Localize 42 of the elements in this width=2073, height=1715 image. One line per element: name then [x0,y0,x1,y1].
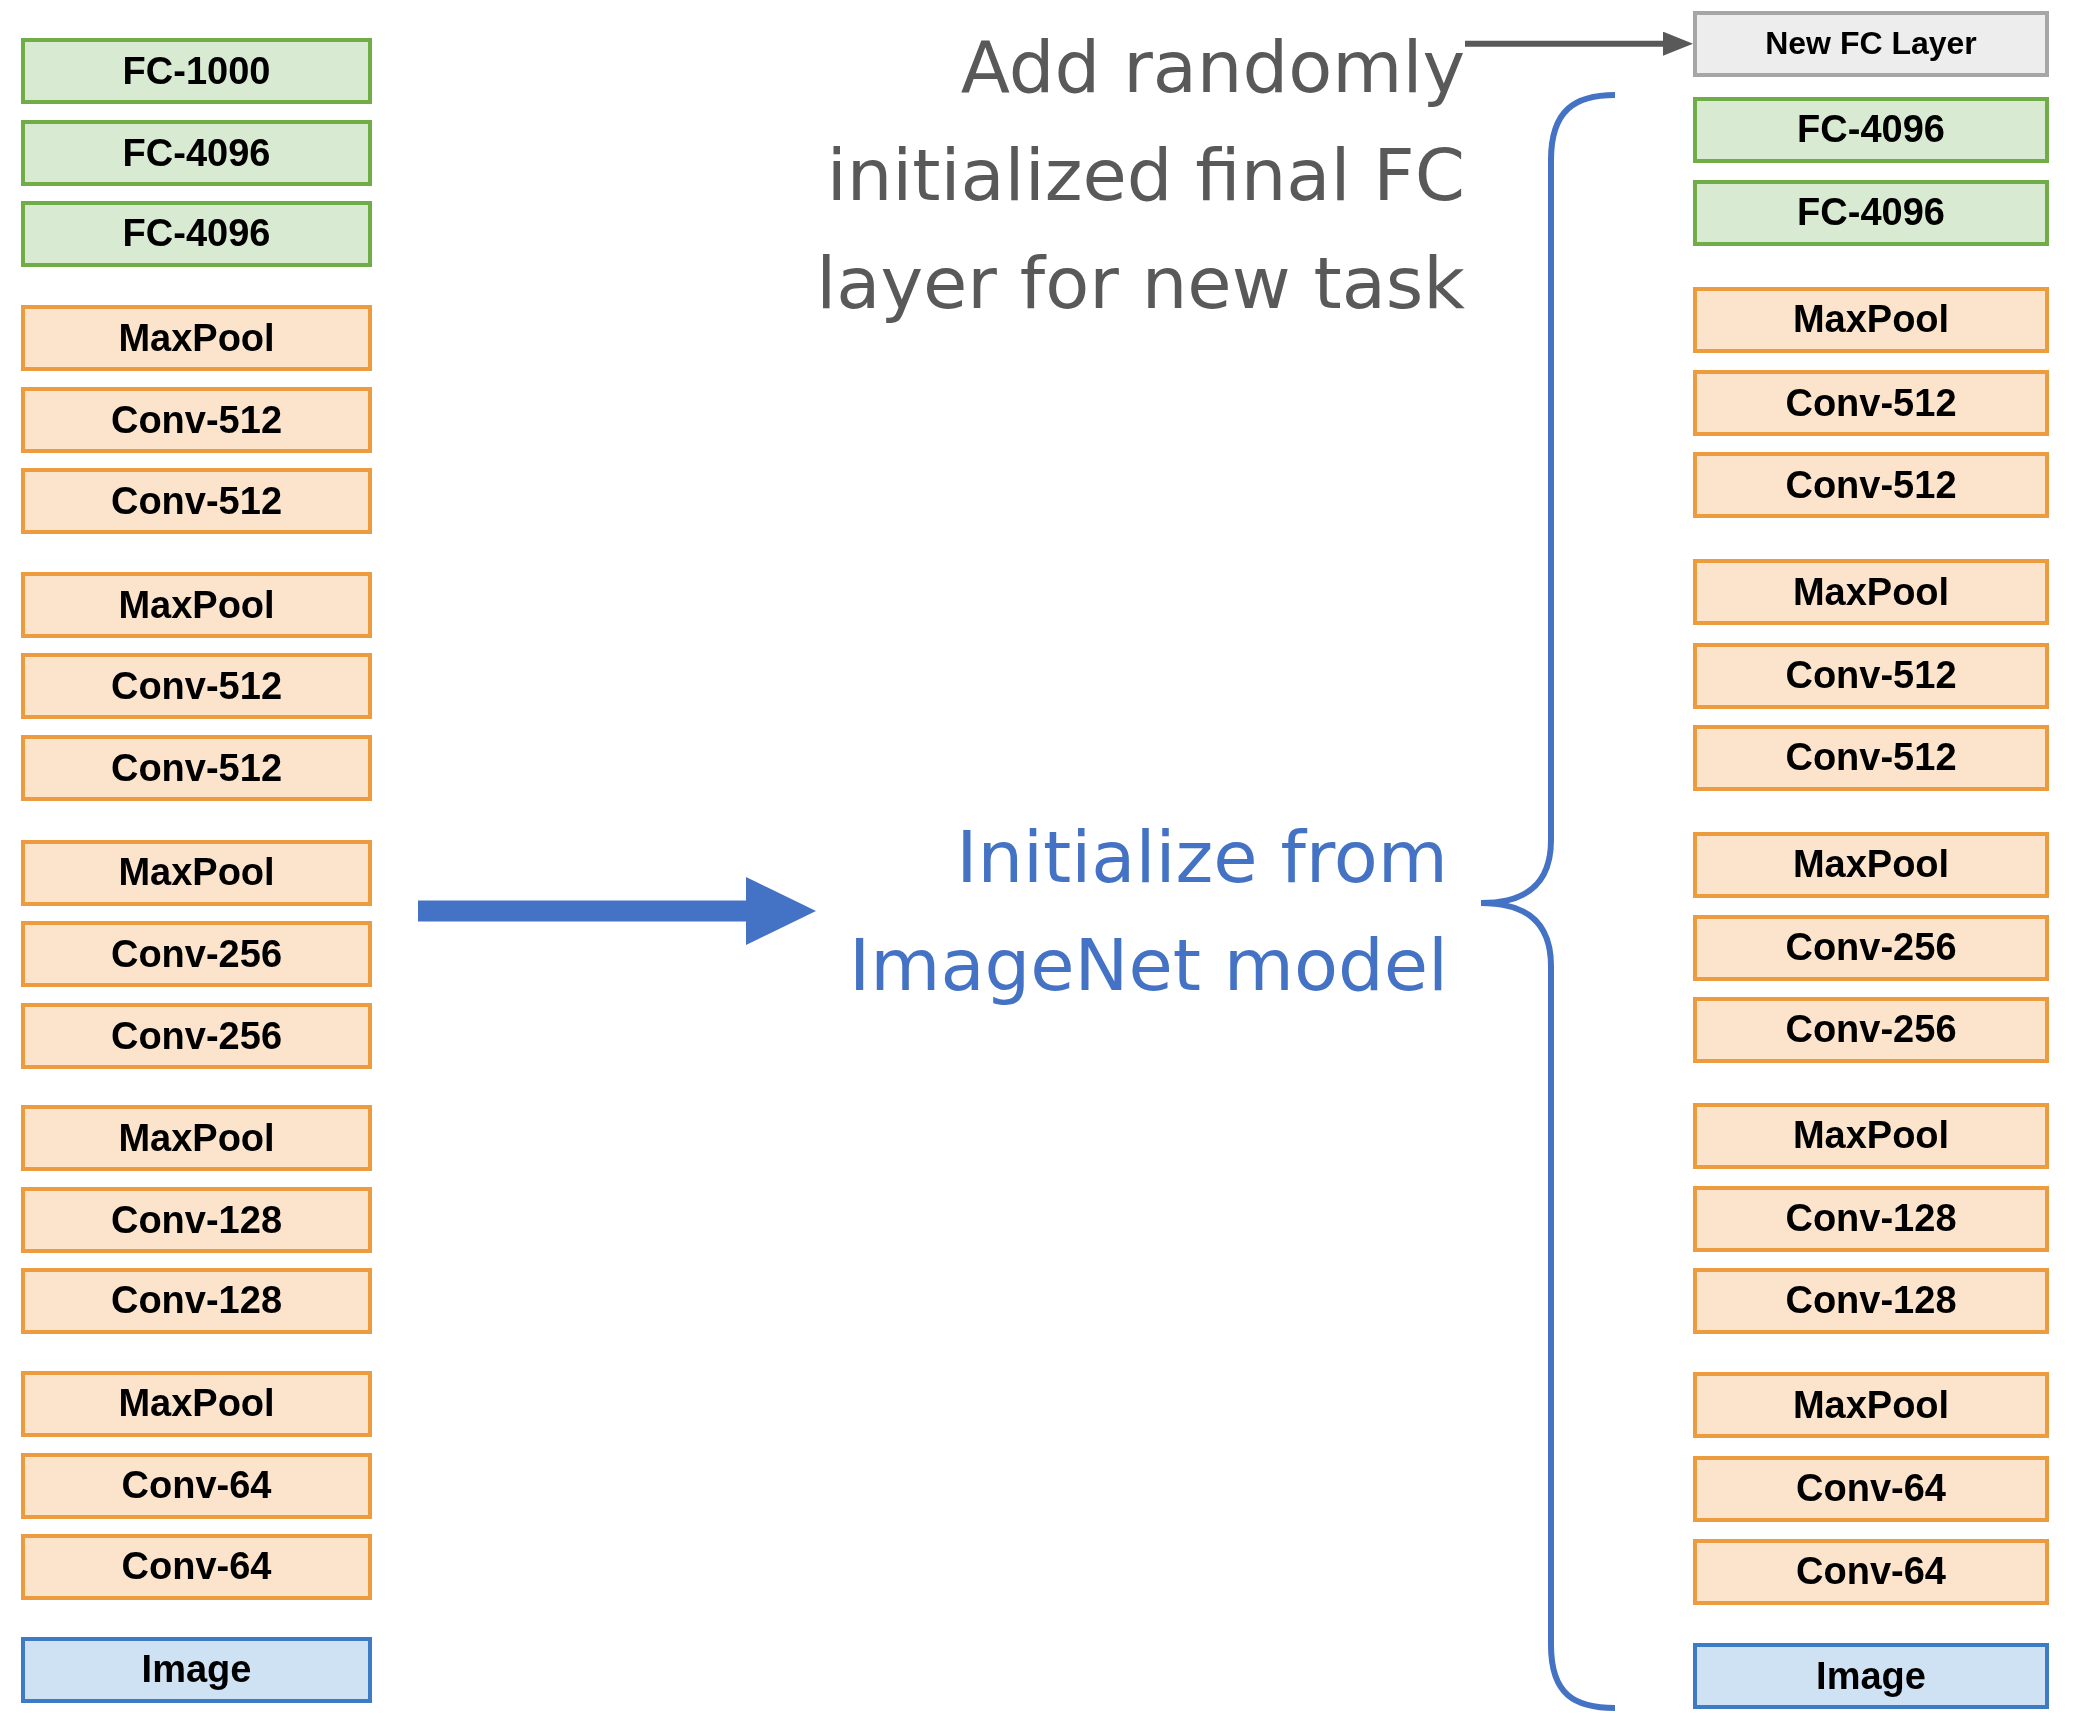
layer-box: MaxPool [1693,1372,2049,1439]
layer-box: MaxPool [1693,559,2049,626]
layer-box: Conv-128 [21,1267,372,1334]
layer-box: MaxPool [1693,831,2049,898]
layer-box: Conv-128 [1693,1267,2049,1334]
layer-box: MaxPool [1693,1102,2049,1169]
layer-box: Conv-512 [21,653,372,720]
layer-box: FC-4096 [21,120,372,187]
layer-box: FC-4096 [21,201,372,267]
layer-box: MaxPool [1693,286,2049,353]
layer-box: FC-1000 [21,38,372,105]
layer-box: Image [1693,1643,2049,1710]
layer-box: MaxPool [21,305,372,372]
layer-box: FC-4096 [1693,179,2049,246]
layer-box: Conv-128 [21,1187,372,1254]
layer-box: New FC Layer [1693,10,2049,77]
layer-box: Image [21,1636,372,1703]
layer-box: Conv-256 [1693,996,2049,1063]
layer-box: Conv-256 [1693,914,2049,981]
layer-box: Conv-512 [21,387,372,454]
layer-box: MaxPool [21,572,372,639]
layer-box: Conv-256 [21,921,372,988]
layer-box: Conv-64 [1693,1455,2049,1522]
annotation-text: Add randomly initialized final FC layer for new task [773,10,1465,340]
layer-box: Conv-128 [1693,1185,2049,1252]
layer-box: MaxPool [21,1370,372,1437]
layer-box: Conv-512 [1693,642,2049,709]
layer-box: Conv-512 [1693,452,2049,519]
layer-box: Conv-512 [1693,724,2049,791]
layer-box: Conv-512 [21,468,372,535]
layer-box: Conv-512 [21,735,372,802]
layer-box: Conv-64 [21,1452,372,1519]
layer-box: MaxPool [21,839,372,906]
layer-box: Conv-256 [21,1003,372,1070]
layer-box: FC-4096 [1693,96,2049,163]
layer-box: Conv-64 [21,1533,372,1600]
arrow [1465,31,1693,56]
arrow [418,877,816,945]
layer-box: Conv-64 [1693,1538,2049,1605]
layer-box: MaxPool [21,1105,372,1172]
layer-box: Conv-512 [1693,370,2049,437]
annotation-text: Initialize from ImageNet model [816,803,1448,1019]
